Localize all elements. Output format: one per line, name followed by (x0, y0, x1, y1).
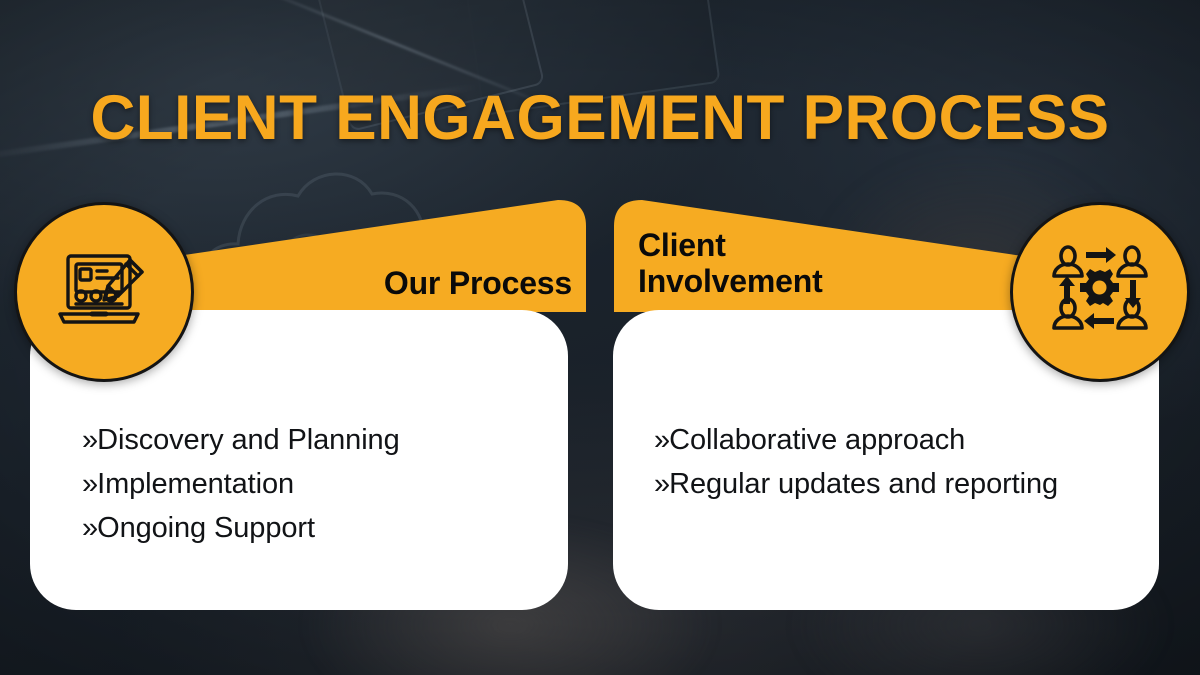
card-our-process: Our Process »Discovery and Planning »Imp… (14, 200, 588, 610)
bullet-marker: » (654, 468, 670, 501)
list-item-label: Collaborative approach (669, 424, 966, 456)
card-client-involvement: Client Involvement »Collaborative approa… (612, 200, 1190, 610)
list-item-label: Implementation (97, 468, 295, 501)
client-involvement-bullet-list: »Collaborative approach »Regular updates… (654, 418, 1124, 506)
page-title: CLIENT ENGAGEMENT PROCESS (90, 83, 1110, 153)
client-involvement-heading-line1: Client (638, 227, 726, 263)
team-collaboration-gear-icon (1010, 202, 1190, 382)
list-item-label: Regular updates and reporting (669, 468, 1059, 501)
list-item: »Discovery and Planning (82, 418, 552, 462)
list-item: »Implementation (82, 462, 552, 506)
client-involvement-heading-line2: Involvement (638, 262, 823, 299)
bullet-marker: » (82, 424, 98, 456)
our-process-heading: Our Process (383, 265, 572, 301)
list-item: »Ongoing Support (82, 506, 552, 550)
bullet-marker: » (654, 424, 670, 456)
list-item-label: Discovery and Planning (97, 424, 400, 456)
client-involvement-heading: Client Involvement (638, 227, 823, 300)
list-item-label: Ongoing Support (97, 512, 315, 545)
laptop-pencil-icon (14, 202, 194, 382)
our-process-bullet-list: »Discovery and Planning »Implementation … (82, 418, 552, 550)
bullet-marker: » (82, 512, 98, 545)
list-item: »Regular updates and reporting (654, 462, 1124, 506)
bullet-marker: » (82, 468, 98, 501)
list-item: »Collaborative approach (654, 418, 1124, 462)
